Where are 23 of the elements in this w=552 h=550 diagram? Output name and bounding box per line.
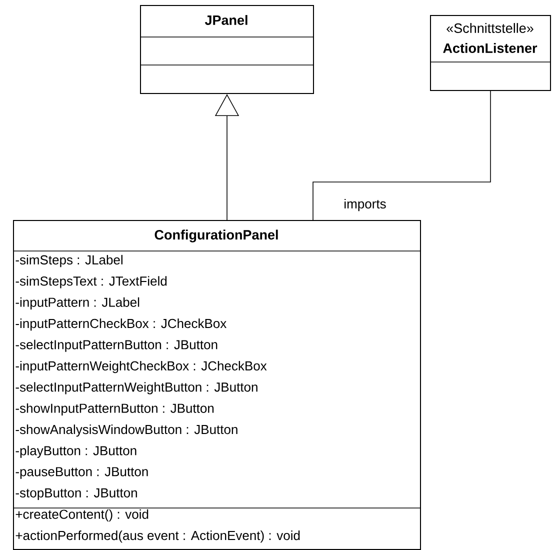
class-name: ConfigurationPanel — [154, 230, 278, 242]
attribute-text: -simStepsText : JTextField — [16, 276, 167, 288]
connector-line — [312, 90, 491, 220]
attribute-text: -selectInputPatternWeightButton : JButton — [16, 382, 258, 394]
attribute-text: -showInputPatternButton : JButton — [16, 403, 214, 416]
method-text: +actionPerformed(aus event : ActionEvent) : void — [16, 530, 300, 543]
attribute-text: -inputPatternWeightCheckBox : JCheckBox — [16, 360, 267, 374]
attribute-text: -stopButton : JButton — [16, 488, 137, 500]
attribute-text: -pauseButton : JButton — [16, 467, 148, 479]
attribute-text: -playButton : JButton — [16, 446, 136, 458]
class-box — [140, 5, 314, 94]
edge-label: imports — [342, 198, 388, 212]
attribute-text: -inputPatternCheckBox : JCheckBox — [16, 318, 226, 331]
class-box — [430, 15, 551, 91]
class-name: JPanel — [204, 15, 248, 25]
class-name: ActionListener — [443, 43, 538, 53]
attribute-text: -selectInputPatternButton : JButton — [16, 340, 218, 352]
stereotype-label: «Schnittstelle» — [446, 23, 534, 33]
attribute-text: -inputPattern : JLabel — [16, 297, 140, 310]
attribute-text: -simSteps : JLabel — [16, 254, 122, 268]
method-text: +createContent() : void — [16, 509, 148, 522]
attribute-text: -showAnalysisWindowButton : JButton — [16, 424, 238, 437]
class-box — [12, 220, 421, 550]
